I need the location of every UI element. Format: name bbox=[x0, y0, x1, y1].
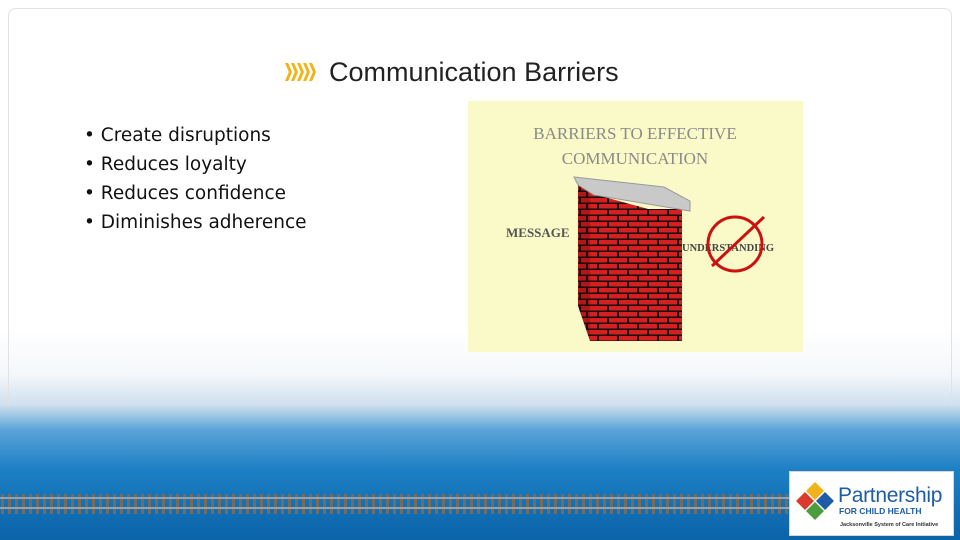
logo-tagline: Jacksonville System of Care Initiative bbox=[840, 522, 939, 528]
content-frame bbox=[8, 8, 952, 404]
understanding-label: UNDERSTANDING bbox=[682, 243, 774, 254]
chevron-arrows-icon bbox=[285, 63, 316, 81]
illustration-heading-line2: COMMUNICATION bbox=[562, 149, 708, 168]
bullet-item: • Diminishes adherence bbox=[84, 212, 307, 233]
partnership-logo: Partnership FOR CHILD HEALTH Jacksonvill… bbox=[789, 471, 954, 536]
logo-subtitle: FOR CHILD HEALTH bbox=[839, 506, 922, 516]
bullet-item: • Create disruptions bbox=[84, 125, 271, 146]
illustration-heading-line1: BARRIERS TO EFFECTIVE bbox=[533, 124, 736, 143]
message-label: MESSAGE bbox=[506, 225, 570, 240]
railroad-track bbox=[0, 488, 790, 518]
no-sign-icon bbox=[706, 215, 766, 273]
logo-diamond-icon bbox=[796, 482, 834, 520]
barriers-illustration: BARRIERS TO EFFECTIVE COMMUNICATION MESS… bbox=[468, 101, 803, 352]
title-area: Communication Barriers bbox=[285, 52, 619, 92]
bullet-list: • Create disruptions • Reduces loyalty •… bbox=[84, 121, 307, 237]
bullet-item: • Reduces loyalty bbox=[84, 154, 247, 175]
brick-wall-icon bbox=[573, 176, 691, 341]
bullet-item: • Reduces confidence bbox=[84, 183, 287, 204]
logo-name: Partnership bbox=[838, 484, 943, 507]
slide-title: Communication Barriers bbox=[329, 56, 619, 87]
